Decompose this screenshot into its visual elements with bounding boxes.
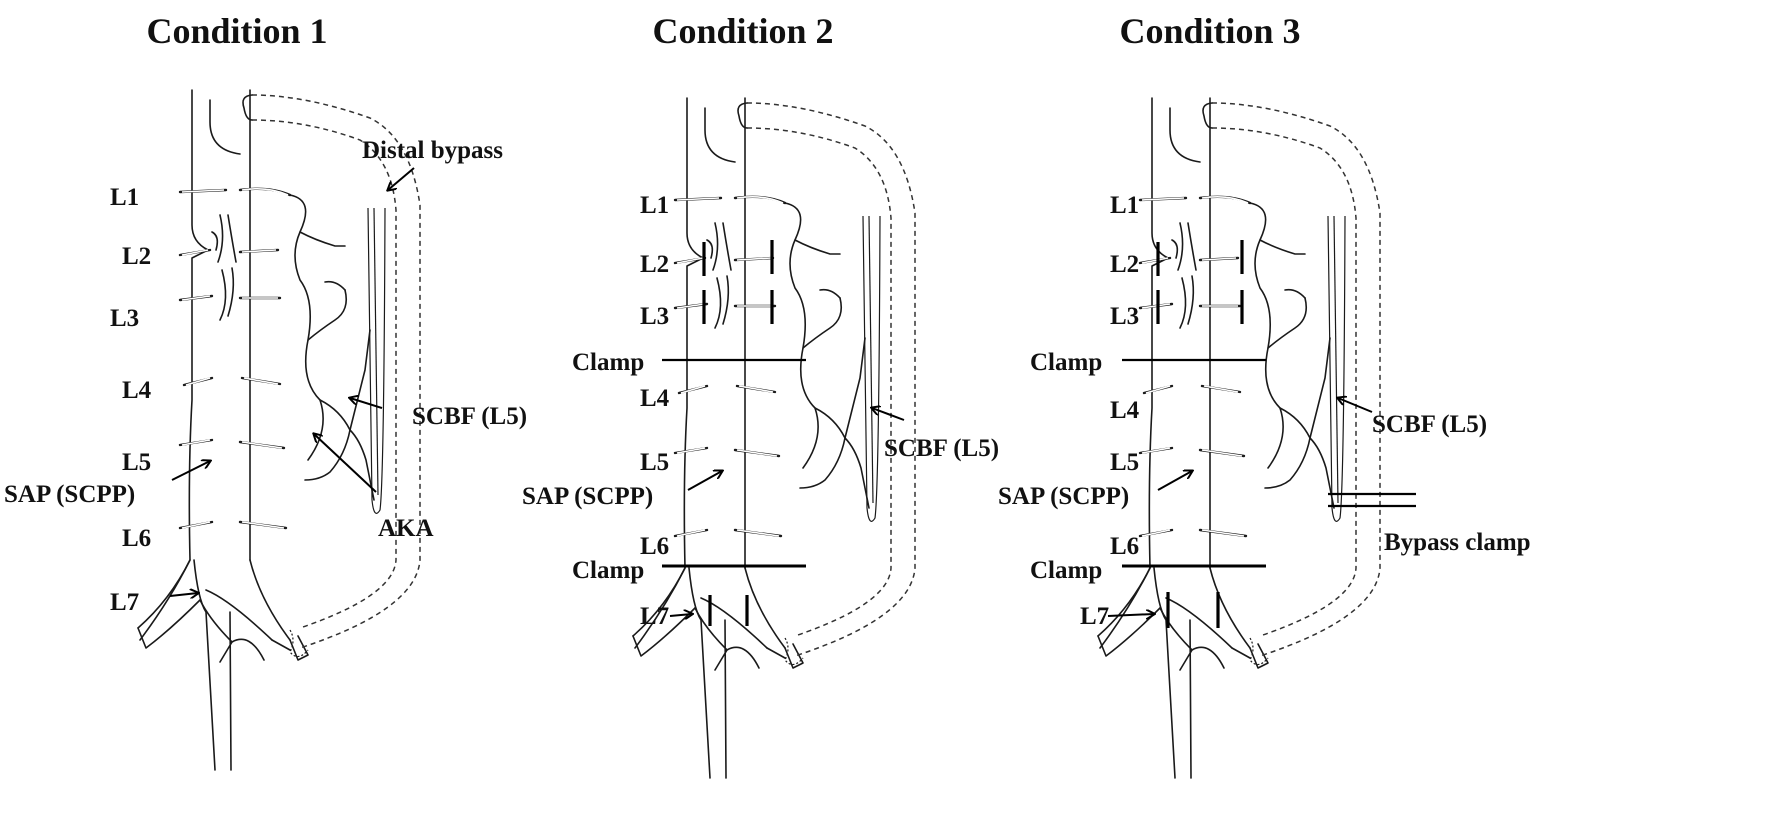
- aorta-drawing: [631, 96, 917, 780]
- panel-title: Condition 1: [146, 11, 327, 51]
- scbf-arrow: [872, 408, 905, 421]
- segment-label-l2: L2: [1110, 251, 1139, 278]
- segment-label-l5: L5: [122, 449, 151, 476]
- sap-arrow: [687, 471, 722, 491]
- clamp-upper-label: Clamp: [572, 349, 644, 376]
- segment-labels: L1 L2 L3 L4 L5 L6 L7: [110, 184, 152, 616]
- segment-label-l5: L5: [1110, 449, 1139, 476]
- scbf-arrow: [350, 398, 383, 409]
- panel-title: Condition 2: [652, 11, 833, 51]
- segment-label-l3: L3: [1110, 303, 1139, 330]
- bypass-clamp-label: Bypass clamp: [1384, 529, 1531, 556]
- segment-label-l7: L7: [110, 589, 139, 616]
- scbf-label: SCBF (L5): [1372, 411, 1487, 438]
- sap-label: SAP (SCPP): [4, 481, 135, 508]
- scbf-label: SCBF (L5): [884, 435, 999, 462]
- sap-label: SAP (SCPP): [998, 483, 1129, 510]
- segment-label-l1: L1: [640, 192, 669, 219]
- l7-arrow: [1107, 614, 1154, 616]
- segment-labels: L1 L2 L3 L4 L5 L6 L7: [640, 192, 670, 630]
- segment-labels: L1 L2 L3 L4 L5 L6 L7: [1080, 192, 1140, 630]
- segment-label-l4: L4: [1110, 397, 1140, 424]
- clamp-lower-label: Clamp: [1030, 557, 1102, 584]
- segment-label-l4: L4: [122, 377, 152, 404]
- segment-label-l7: L7: [1080, 603, 1109, 630]
- segment-label-l6: L6: [1110, 533, 1139, 560]
- panel-condition-2: Condition 2 L1 L2 L3 L4 L5 L6 L7 Clamp C…: [522, 11, 999, 780]
- scbf-arrow: [1338, 398, 1373, 413]
- distal-bypass-label: Distal bypass: [362, 137, 503, 164]
- panel-condition-1: Condition 1 L1 L2 L3 L4 L5 L6 L7 Distal …: [4, 11, 527, 772]
- aka-arrow: [314, 434, 377, 493]
- sap-arrow: [1157, 471, 1192, 491]
- aka-label: AKA: [378, 515, 434, 542]
- panel-title: Condition 3: [1119, 11, 1300, 51]
- scbf-label: SCBF (L5): [412, 403, 527, 430]
- aorta-drawing: [1096, 96, 1382, 780]
- segment-label-l2: L2: [122, 243, 151, 270]
- l7-arrow: [669, 614, 692, 616]
- panel-condition-3: Condition 3 L1 L2 L3 L4 L5 L6 L7 Clamp C…: [998, 11, 1531, 780]
- segment-label-l5: L5: [640, 449, 669, 476]
- l7-arrow: [169, 593, 198, 596]
- segment-label-l6: L6: [122, 525, 151, 552]
- clamp-upper-label: Clamp: [1030, 349, 1102, 376]
- segment-label-l4: L4: [640, 385, 670, 412]
- sap-label: SAP (SCPP): [522, 483, 653, 510]
- segment-label-l2: L2: [640, 251, 669, 278]
- segment-label-l3: L3: [110, 305, 139, 332]
- segment-label-l1: L1: [1110, 192, 1139, 219]
- segment-label-l7: L7: [640, 603, 669, 630]
- segment-label-l6: L6: [640, 533, 669, 560]
- distal-bypass-arrow: [388, 167, 415, 190]
- sap-arrow: [171, 461, 210, 481]
- segment-label-l3: L3: [640, 303, 669, 330]
- clamp-lower-label: Clamp: [572, 557, 644, 584]
- segment-label-l1: L1: [110, 184, 139, 211]
- aorta-drawing: [136, 88, 422, 772]
